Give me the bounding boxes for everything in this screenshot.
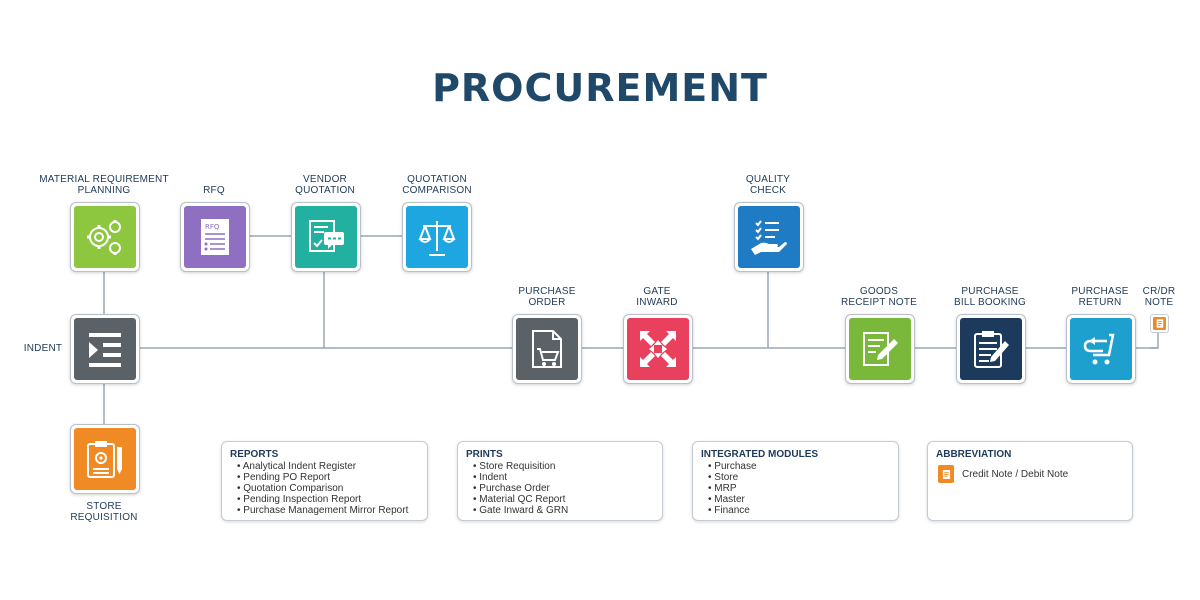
checklist-hand-icon	[751, 220, 787, 255]
store-requisition-node[interactable]	[70, 424, 140, 494]
page-title: PROCUREMENT	[432, 66, 768, 110]
vendor-quotation-node[interactable]	[291, 202, 361, 272]
vendor-quotation-label: VENDOR QUOTATION	[295, 174, 355, 196]
reports-heading: REPORTS	[230, 449, 279, 460]
rfq-icon-text: RFQ	[205, 223, 220, 231]
purchase-order-label: PURCHASE ORDER	[518, 286, 576, 308]
goods-receipt-note-label: GOODS RECEIPT NOTE	[840, 286, 918, 308]
purchase-order-cart-icon	[532, 330, 562, 368]
purchase-return-label: PURCHASE RETURN	[1071, 286, 1129, 308]
inward-arrows-icon	[640, 331, 676, 367]
quotation-chat-icon	[309, 220, 344, 252]
list-item: Finance	[708, 505, 757, 516]
crdr-note-node[interactable]	[1150, 314, 1169, 333]
list-item: MRP	[708, 483, 757, 494]
purchase-bill-booking-node[interactable]	[956, 314, 1026, 384]
gears-icon	[87, 220, 121, 255]
integrated-modules-box: INTEGRATED MODULES Purchase Store MRP Ma…	[692, 441, 899, 521]
return-cart-icon	[1083, 333, 1115, 365]
clipboard-gear-icon	[87, 441, 122, 478]
connector-line	[1150, 331, 1159, 349]
list-item: Pending PO Report	[237, 472, 408, 483]
list-item: Analytical Indent Register	[237, 461, 408, 472]
quotation-comparison-node[interactable]	[402, 202, 472, 272]
quality-check-node[interactable]	[734, 202, 804, 272]
goods-receipt-note-node[interactable]	[845, 314, 915, 384]
list-item: Quotation Comparison	[237, 483, 408, 494]
store-requisition-label: STORE REQUISITION	[70, 501, 138, 523]
list-item: Store	[708, 472, 757, 483]
note-edit-icon	[863, 332, 898, 366]
document-icon: RFQ	[201, 219, 229, 255]
rfq-label: RFQ	[203, 185, 225, 196]
list-item: Store Requisition	[473, 461, 568, 472]
quotation-comparison-label: QUOTATION COMPARISON	[402, 174, 472, 196]
purchase-bill-booking-label: PURCHASE BILL BOOKING	[953, 286, 1027, 308]
list-item: Purchase Management Mirror Report	[237, 505, 408, 516]
list-item: Master	[708, 494, 757, 505]
indent-label: INDENT	[23, 343, 63, 354]
crdr-note-icon	[1153, 317, 1166, 330]
crdr-note-icon	[938, 465, 954, 483]
purchase-return-node[interactable]	[1066, 314, 1136, 384]
mrp-label: MATERIAL REQUIREMENT PLANNING	[39, 174, 169, 196]
abbreviation-box: ABBREVIATION Credit Note / Debit Note	[927, 441, 1133, 521]
quality-check-label: QUALITY CHECK	[745, 174, 791, 196]
reports-box: REPORTS Analytical Indent Register Pendi…	[221, 441, 428, 521]
rfq-node[interactable]: RFQ	[180, 202, 250, 272]
abbreviation-heading: ABBREVIATION	[936, 449, 1012, 460]
list-item: Gate Inward & GRN	[473, 505, 568, 516]
bill-clipboard-pen-icon	[974, 331, 1009, 368]
gate-inward-node[interactable]	[623, 314, 693, 384]
crdr-note-label: CR/DR NOTE	[1142, 286, 1176, 308]
list-item: Purchase Order	[473, 483, 568, 494]
list-item: Purchase	[708, 461, 756, 472]
gate-inward-label: GATE INWARD	[636, 286, 678, 308]
purchase-order-node[interactable]	[512, 314, 582, 384]
indent-list-icon	[89, 333, 121, 367]
list-item: Material QC Report	[473, 494, 568, 505]
list-item: Indent	[473, 472, 568, 483]
list-item: Pending Inspection Report	[237, 494, 408, 505]
balance-scale-icon	[418, 221, 456, 256]
integrated-modules-heading: INTEGRATED MODULES	[701, 449, 819, 460]
prints-heading: PRINTS	[466, 449, 503, 460]
indent-node[interactable]	[70, 314, 140, 384]
abbreviation-text: Credit Note / Debit Note	[962, 468, 1069, 480]
prints-box: PRINTS Store Requisition Indent Purchase…	[457, 441, 663, 521]
mrp-node[interactable]	[70, 202, 140, 272]
